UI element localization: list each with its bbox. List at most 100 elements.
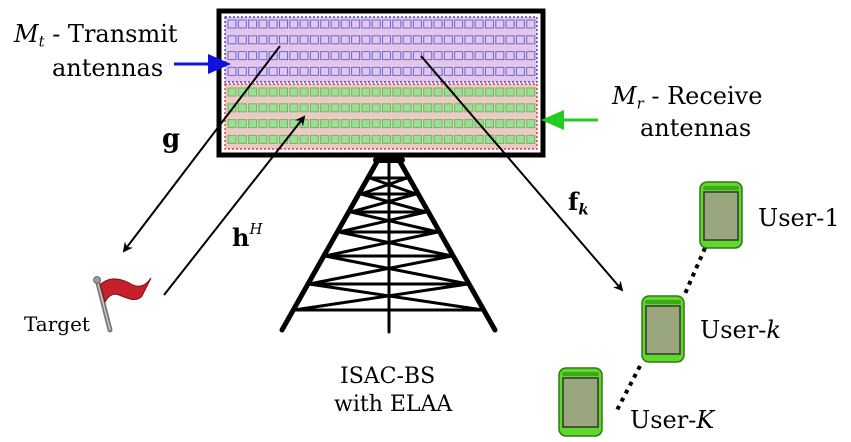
antenna-element <box>279 51 288 61</box>
antenna-element <box>526 66 536 76</box>
antenna-element <box>361 87 371 97</box>
f-channel-arrow <box>420 55 624 292</box>
antenna-element <box>320 119 330 129</box>
antenna-element <box>309 66 319 76</box>
antenna-element <box>227 35 237 45</box>
antenna-element <box>392 19 402 29</box>
antenna-element <box>351 66 361 76</box>
antenna-element <box>361 134 371 144</box>
antenna-element <box>309 103 319 113</box>
antenna-element <box>268 87 278 97</box>
antenna-element <box>340 119 350 129</box>
receive-symbol: M <box>612 82 637 110</box>
transmit-text: - Transmit <box>44 20 178 48</box>
f-channel-label: fk <box>568 190 589 217</box>
antenna-element <box>351 19 361 29</box>
antenna-element <box>515 119 525 129</box>
antenna-element <box>299 87 309 97</box>
antenna-element <box>505 51 515 61</box>
antenna-element <box>454 87 464 97</box>
antenna-element <box>423 134 433 144</box>
transmit-symbol: M <box>14 20 39 48</box>
antenna-element <box>299 103 309 113</box>
antenna-element <box>505 103 515 113</box>
antenna-element <box>258 134 268 144</box>
g-channel-arrow <box>122 45 281 253</box>
antenna-element <box>361 119 371 129</box>
antenna-element <box>340 51 350 61</box>
antenna-element <box>361 35 371 45</box>
antenna-element <box>485 87 494 97</box>
user-1-label: User-1 <box>758 204 840 232</box>
transmit-antennas-label: Mt - Transmit <box>14 22 178 49</box>
user-K-index: K <box>696 406 715 434</box>
antenna-element <box>382 119 391 129</box>
antenna-element <box>464 35 474 45</box>
antenna-element <box>402 19 412 29</box>
antenna-element <box>351 87 361 97</box>
antenna-element <box>392 35 402 45</box>
antenna-element <box>402 51 412 61</box>
antenna-element <box>268 35 278 45</box>
antenna-element <box>423 19 433 29</box>
antenna-element <box>454 19 464 29</box>
antenna-element <box>402 103 412 113</box>
transmit-antenna-region <box>224 16 538 83</box>
antenna-element <box>515 103 525 113</box>
user-K-label: User-K <box>630 408 714 432</box>
antenna-element <box>330 66 340 76</box>
antenna-element <box>433 51 443 61</box>
antenna-element <box>495 119 505 129</box>
antenna-element <box>474 103 484 113</box>
antenna-element <box>227 19 237 29</box>
antenna-element <box>505 87 515 97</box>
antenna-element <box>330 19 340 29</box>
antenna-element <box>299 51 309 61</box>
antenna-element <box>474 66 484 76</box>
antenna-element <box>402 66 412 76</box>
antenna-element <box>371 87 381 97</box>
antenna-element <box>423 51 433 61</box>
antenna-element <box>485 19 494 29</box>
antenna-element <box>474 51 484 61</box>
antenna-element <box>423 87 433 97</box>
antenna-element <box>309 134 319 144</box>
antenna-element <box>423 35 433 45</box>
antenna-element <box>485 35 494 45</box>
antenna-element <box>268 119 278 129</box>
antenna-element <box>237 119 247 129</box>
antenna-element <box>237 103 247 113</box>
transmit-antennas-arrow <box>174 54 231 74</box>
antenna-element <box>330 103 340 113</box>
receive-antennas-label-line2: antennas <box>640 114 752 142</box>
antenna-element <box>526 87 536 97</box>
h-superscript: H <box>249 220 263 238</box>
antenna-element <box>351 51 361 61</box>
antenna-element <box>330 134 340 144</box>
antenna-element <box>505 35 515 45</box>
antenna-element <box>526 119 536 129</box>
antenna-element <box>320 35 330 45</box>
antenna-element <box>351 103 361 113</box>
antenna-element <box>515 134 525 144</box>
bs-label-line1: ISAC-BS <box>340 364 436 389</box>
antenna-array-panel <box>216 8 546 158</box>
antenna-element <box>443 134 453 144</box>
antenna-element <box>361 19 371 29</box>
antenna-element <box>402 35 412 45</box>
antenna-element <box>382 66 391 76</box>
antenna-element <box>402 119 412 129</box>
antenna-element <box>279 19 288 29</box>
antenna-element <box>268 103 278 113</box>
receive-text: - Receive <box>643 82 763 110</box>
antenna-element <box>320 66 330 76</box>
antenna-element <box>454 35 464 45</box>
antenna-element <box>258 119 268 129</box>
antenna-element <box>443 19 453 29</box>
antenna-element <box>351 35 361 45</box>
user-1-phone-icon <box>699 181 743 249</box>
antenna-element <box>248 66 258 76</box>
antenna-element <box>371 35 381 45</box>
antenna-element <box>495 134 505 144</box>
antenna-element <box>289 66 299 76</box>
